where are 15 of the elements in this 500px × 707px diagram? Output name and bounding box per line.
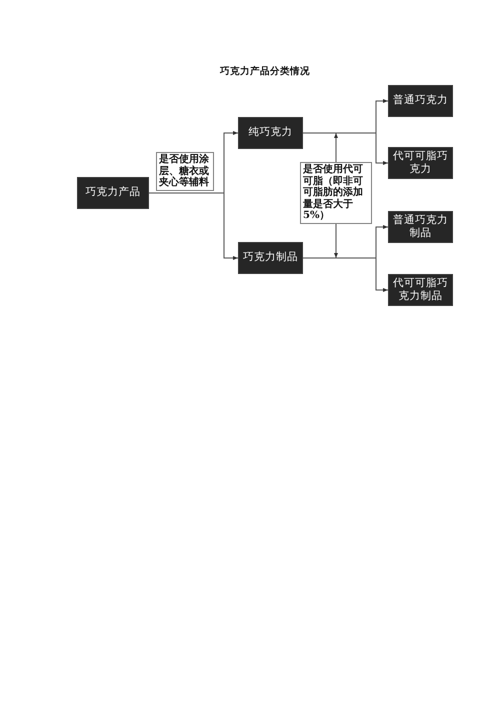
category-box: 巧克力产品 [77, 177, 149, 209]
arrow [302, 132, 388, 165]
arrow [302, 258, 388, 292]
arrow [334, 132, 338, 162]
question-box: 是否使用代可可脂（即非可可脂肪的添加量是否大于5%） [300, 162, 372, 224]
title: 巧克力产品分类情况 [220, 66, 310, 77]
question-box: 是否使用涂层、糖衣或夹心等辅料 [156, 152, 214, 190]
category-box: 巧克力制品 [238, 242, 303, 274]
category-box: 代可可脂巧克力 [388, 147, 453, 179]
category-box: 纯巧克力 [238, 117, 303, 149]
category-box: 普通巧克力制品 [388, 211, 453, 243]
category-box: 代可可脂巧克力制品 [388, 274, 453, 306]
category-box: 普通巧克力 [388, 85, 453, 117]
arrow [148, 192, 238, 260]
arrow [334, 223, 338, 258]
